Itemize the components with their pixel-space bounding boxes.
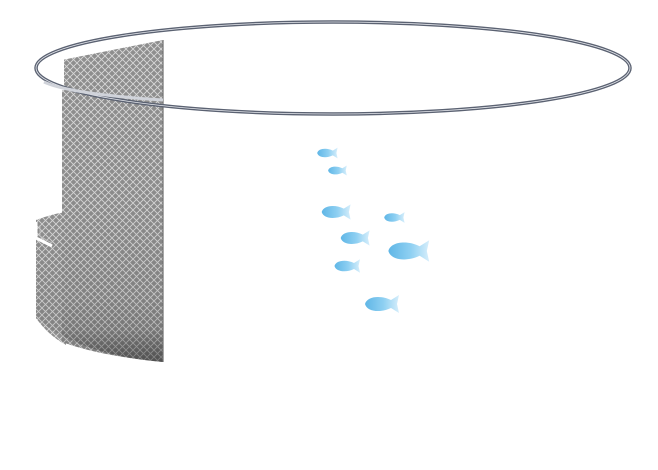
fish-icon [321,204,351,220]
fish-icon [317,147,338,159]
fish-icon [334,259,360,273]
fish-icon [384,212,405,223]
fish-icon [328,165,347,176]
net-panel-icon [36,40,164,362]
fish-icon [340,230,370,246]
floating-ring-icon [34,20,632,116]
fish-school [317,147,430,313]
net-collar [34,56,64,248]
fish-icon [365,295,399,313]
fish-icon [388,240,430,262]
